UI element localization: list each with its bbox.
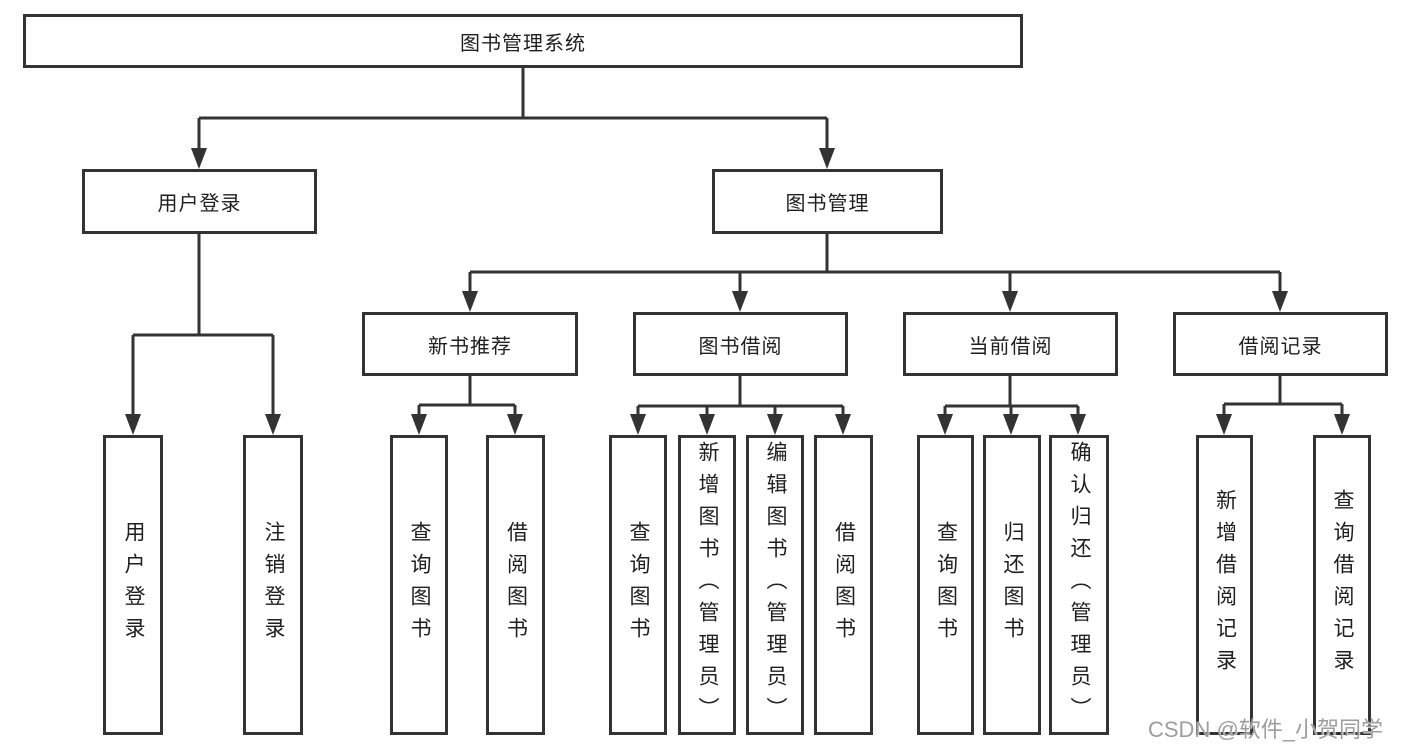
leaf-label: 用户登录 [122, 521, 145, 649]
leaf-borrow-books-recommend: 借阅图书 [486, 435, 545, 735]
leaf-label: 查询图书 [934, 521, 958, 649]
csdn-watermark: CSDN @软件_小贺同学 [1148, 717, 1384, 742]
leaf-label: 新增图书（管理员） [696, 441, 719, 729]
node-user-login-module: 用户登录 [82, 169, 317, 234]
leaf-label: 借阅图书 [832, 521, 856, 649]
leaf-add-borrow-record: 新增借阅记录 [1196, 435, 1253, 735]
node-book-borrowing: 图书借阅 [633, 312, 848, 376]
leaf-label: 借阅图书 [504, 521, 528, 649]
leaf-label: 确认归还（管理员） [1068, 441, 1091, 729]
leaf-label: 查询借阅记录 [1331, 489, 1354, 681]
leaf-return-books: 归还图书 [983, 435, 1041, 735]
leaf-edit-books-admin: 编辑图书（管理员） [746, 435, 804, 735]
node-system-root: 图书管理系统 [23, 14, 1023, 68]
leaf-query-borrow-record: 查询借阅记录 [1313, 435, 1371, 735]
leaf-confirm-return-admin: 确认归还（管理员） [1049, 435, 1109, 735]
leaf-add-books-admin: 新增图书（管理员） [678, 435, 736, 735]
leaf-label: 归还图书 [1001, 521, 1024, 649]
leaf-label: 新增借阅记录 [1213, 489, 1237, 681]
node-book-management-module: 图书管理 [712, 169, 943, 234]
leaf-logout: 注销登录 [243, 435, 303, 735]
connector-stems [131, 68, 1344, 416]
leaf-label: 查询图书 [627, 521, 650, 649]
leaf-label: 注销登录 [262, 521, 285, 649]
leaf-query-books-borrowing: 查询图书 [609, 435, 667, 735]
leaf-label: 查询图书 [408, 521, 431, 649]
leaf-user-login: 用户登录 [103, 435, 163, 735]
leaf-borrow-books: 借阅图书 [814, 435, 873, 735]
leaf-query-books-recommend: 查询图书 [390, 435, 448, 735]
arrowheads [125, 148, 1350, 435]
node-borrowing-records: 借阅记录 [1173, 312, 1388, 376]
node-new-book-recommend: 新书推荐 [362, 312, 578, 376]
node-current-borrowing: 当前借阅 [903, 312, 1118, 376]
leaf-query-books-current: 查询图书 [917, 435, 974, 735]
leaf-label: 编辑图书（管理员） [764, 441, 787, 729]
